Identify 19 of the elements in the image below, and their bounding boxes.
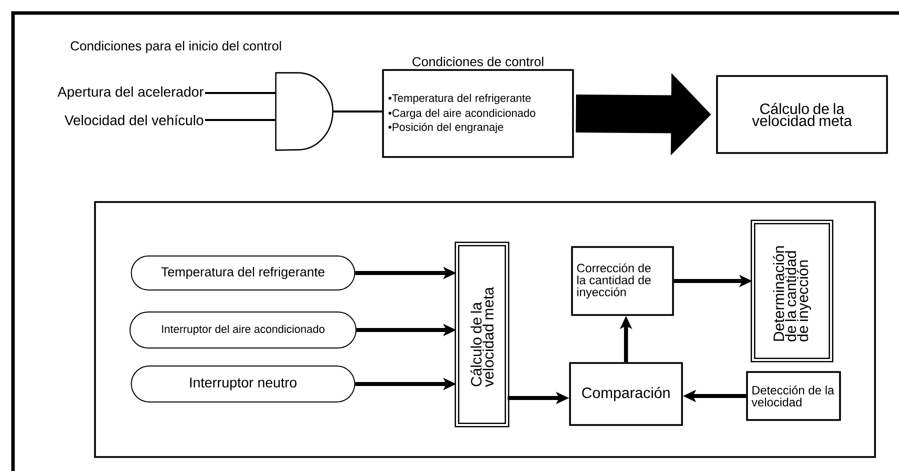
panel-frame [94, 201, 876, 458]
connector-line [333, 110, 382, 112]
node-label: Condiciones de control [412, 56, 544, 66]
input-label: Apertura del acelerador [58, 86, 204, 100]
process-box: Cálculo de la velocidad meta [454, 242, 510, 428]
input-label: Velocidad del vehículo [64, 114, 204, 126]
process-box: Determinación de la cantidad de inyección [750, 220, 834, 362]
input-pill: Interruptor neutro [130, 366, 356, 402]
process-box: Comparación [569, 362, 683, 426]
process-box: Detección de la velocidad [746, 371, 841, 421]
connector-line [205, 92, 276, 94]
connector-line [205, 119, 276, 121]
process-box: Corrección de la cantidad de inyección [571, 246, 674, 316]
and-gate-symbol [275, 72, 334, 151]
input-pill: Temperatura del refrigerante [130, 256, 356, 290]
process-box: Cálculo de la velocidad meta [716, 75, 888, 154]
input-pill: Interruptor del aire acondicionado [130, 312, 356, 348]
condition-box: Condiciones de control •Temperatura del refrigerante •Carga del aire acondicionado •Posición del engranaje [382, 56, 574, 158]
heading: Condiciones para el inicio del control [70, 40, 281, 54]
